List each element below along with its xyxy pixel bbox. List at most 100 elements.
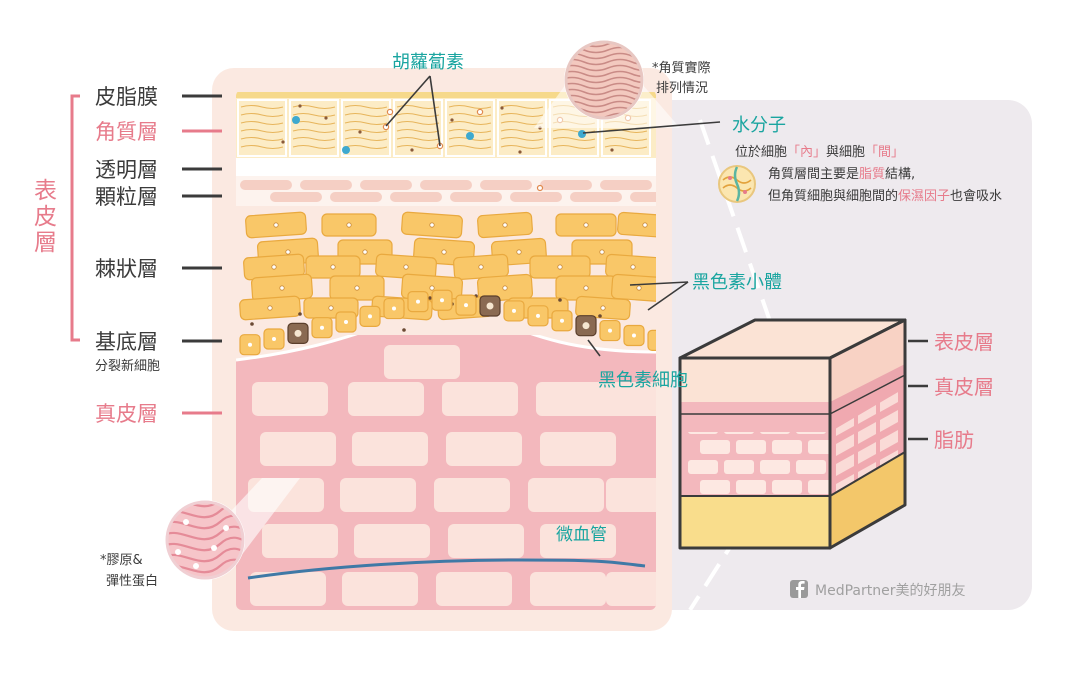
carotene-dot [476, 108, 484, 116]
granulosum-cell [330, 192, 382, 202]
granulosum-cell [270, 192, 322, 202]
dermis-cell [442, 382, 518, 416]
label-stratum-granulosum: 顆粒層 [95, 185, 158, 209]
label-melanocyte: 黑色素細胞 [598, 370, 688, 391]
dermis-cell [600, 382, 656, 416]
lipid-structure-icon [718, 165, 756, 203]
label-epidermis-char-3: 層 [34, 230, 57, 256]
label-corneum-note-2: 排列情況 [656, 81, 708, 96]
cube-labels: 表皮層 真皮層 脂肪 [934, 330, 994, 452]
label-sebum: 皮脂膜 [95, 85, 158, 109]
cube-dermis-cell [700, 440, 730, 454]
granulosum-cell [480, 180, 532, 190]
label-collagen-1: *膠原& [100, 553, 143, 568]
melanosome-granule [250, 322, 254, 326]
callout-labels: 胡蘿蔔素 *角質實際 排列情況 水分子 位於細胞「內」與細胞「間」 角質層間主要… [100, 52, 1002, 589]
cube-dermis-cell [880, 390, 898, 412]
cube-dermis-cell [880, 430, 898, 452]
label-corneum-note-1: *角質實際 [652, 60, 711, 76]
cube-dermis-cell [880, 410, 898, 432]
melanosome-granule [298, 312, 302, 316]
cube-side-fat [830, 452, 905, 548]
water-molecule [466, 132, 474, 140]
label-melanosome: 黑色素小體 [692, 272, 782, 293]
dermis-cell [252, 382, 328, 416]
label-lipid-line-1: 角質層間主要是脂質結構, [768, 167, 915, 182]
dermis-cell [540, 524, 616, 558]
granulosum-cell [600, 180, 652, 190]
dermis-cell [530, 572, 606, 606]
carotene-dot [386, 108, 394, 116]
collagen-zoom-circle [165, 500, 245, 580]
cube-label-dermis: 真皮層 [934, 375, 994, 399]
label-stratum-spinosum: 棘狀層 [95, 257, 158, 281]
water-molecule [292, 116, 300, 124]
epidermis-bracket [70, 94, 80, 342]
cube-dermis-cell [724, 460, 754, 474]
granulosum-cell [570, 192, 622, 202]
melanosome-granule [558, 298, 562, 302]
sebum-film [236, 92, 656, 98]
dermis-cell [446, 432, 522, 466]
melanosome-granule [598, 314, 602, 318]
layer-pointer-lines [182, 94, 222, 415]
dermis-cell [384, 345, 460, 379]
granulosum-cell [300, 180, 352, 190]
basal-cells [239, 289, 656, 356]
dermis-cell [348, 382, 424, 416]
spinosum-cells [239, 211, 656, 332]
basal-cell [647, 329, 656, 352]
dermis-cell [448, 524, 524, 558]
label-water-desc: 位於細胞「內」與細胞「間」 [735, 144, 904, 160]
label-epidermis-char-2: 皮 [34, 204, 57, 230]
melanosome-granule [402, 328, 406, 332]
granulosum-cells [240, 180, 656, 202]
cube-dermis-cell [736, 480, 766, 494]
dermis-cell [536, 382, 612, 416]
cube-dermis-cell [772, 480, 802, 494]
cube-dermis-cell [772, 440, 802, 454]
dermis-cell [342, 572, 418, 606]
melanosome-granule [428, 296, 432, 300]
granulosum-cell [540, 180, 592, 190]
cube-label-fat: 脂肪 [934, 428, 974, 452]
dermis-cell [340, 478, 416, 512]
label-capillary: 微血管 [556, 525, 607, 545]
cube-dermis-cell [760, 460, 790, 474]
callout-lines [385, 75, 721, 357]
granulosum-cell [240, 180, 292, 190]
cube-dermis-cell [836, 434, 854, 456]
water-molecule [578, 130, 586, 138]
collagen-zoom-cone [232, 478, 300, 560]
label-epidermis-char-1: 表 [34, 178, 57, 204]
label-stratum-basale: 基底層 [95, 330, 158, 354]
dermis-cell [606, 572, 656, 606]
dermis-cell [436, 572, 512, 606]
label-carotene: 胡蘿蔔素 [392, 52, 464, 73]
lucidum-region [236, 158, 656, 176]
cube-dermis-cell [808, 480, 830, 494]
cube-dermis-cell [858, 422, 876, 444]
dermis-cell [606, 478, 656, 512]
dermis-cell [540, 432, 616, 466]
corneum-zoom-circle [564, 40, 644, 120]
granulosum-cell [450, 192, 502, 202]
dermis-cell [352, 432, 428, 466]
granulosum-cell [630, 192, 656, 202]
label-water: 水分子 [732, 115, 786, 136]
dermis-cell [250, 572, 326, 606]
dermis-cell [528, 478, 604, 512]
perspective-line-top [698, 119, 782, 351]
cube-dermis-cell [736, 440, 766, 454]
dermis-cell [434, 478, 510, 512]
dermis-cell [260, 432, 336, 466]
granulosum-cell [360, 180, 412, 190]
cube-dermis-cell [796, 460, 826, 474]
cube-side-epidermis [830, 320, 905, 414]
water-molecule [342, 146, 350, 154]
cube-dermis-cell [836, 454, 854, 476]
cube-label-epidermis: 表皮層 [934, 330, 994, 354]
cube-dermis-cell [700, 480, 730, 494]
facebook-icon [790, 580, 808, 598]
